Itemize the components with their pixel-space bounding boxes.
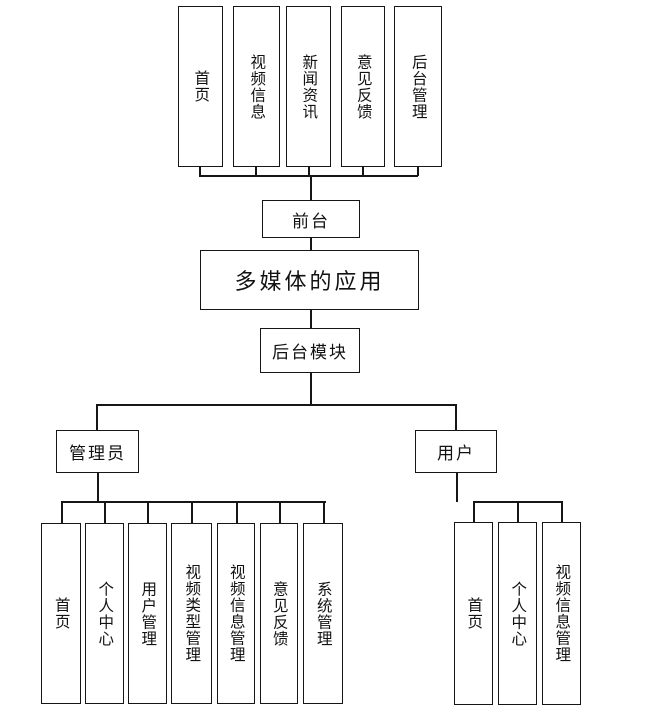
frontend-stub-connector	[362, 167, 364, 176]
admin-item-box[interactable]: 首页	[41, 523, 81, 704]
admin-child-stub-connector	[236, 501, 238, 523]
admin-child-stub-connector	[191, 501, 193, 523]
frontend-item-box[interactable]: 首页	[178, 6, 223, 167]
frontend-item-box[interactable]: 意见反馈	[341, 6, 385, 167]
user-child-stub-connector	[561, 501, 563, 523]
frontend-stub-connector	[417, 167, 419, 176]
role-admin-box[interactable]: 管理员	[56, 430, 139, 473]
admin-item-box[interactable]: 视频类型管理	[171, 523, 212, 704]
admin-trunk-connector	[97, 473, 99, 502]
user-trunk-connector	[456, 473, 458, 502]
admin-children-bus-connector	[61, 501, 326, 503]
frontend-group-box[interactable]: 前台	[262, 200, 360, 238]
admin-item-box[interactable]: 意见反馈	[260, 523, 298, 704]
backend-trunk-connector	[310, 373, 312, 406]
backend-module-box[interactable]: 后台模块	[260, 328, 360, 373]
user-drop-connector	[455, 404, 457, 430]
role-user-box[interactable]: 用户	[415, 430, 497, 473]
frontend-to-root-connector	[310, 238, 312, 250]
frontend-trunk-connector	[310, 175, 312, 200]
user-child-stub-connector	[517, 501, 519, 523]
frontend-item-box[interactable]: 新闻资讯	[286, 6, 331, 167]
admin-child-stub-connector	[147, 501, 149, 523]
frontend-item-box[interactable]: 视频信息	[233, 6, 280, 167]
user-item-box[interactable]: 视频信息管理	[542, 522, 581, 705]
admin-child-stub-connector	[104, 501, 106, 523]
backend-role-bus-connector	[96, 404, 456, 406]
root-to-backend-connector	[310, 310, 312, 328]
frontend-bus-connector	[199, 175, 418, 177]
admin-item-box[interactable]: 系统管理	[303, 523, 343, 704]
frontend-item-box[interactable]: 后台管理	[394, 6, 442, 167]
admin-item-box[interactable]: 用户管理	[128, 523, 167, 704]
admin-child-stub-connector	[61, 501, 63, 523]
admin-drop-connector	[96, 404, 98, 430]
frontend-stub-connector	[199, 167, 201, 176]
frontend-stub-connector	[308, 167, 310, 176]
admin-item-box[interactable]: 个人中心	[85, 523, 124, 704]
root-system-box[interactable]: 多媒体的应用	[200, 250, 419, 310]
admin-child-stub-connector	[323, 501, 325, 523]
frontend-stub-connector	[255, 167, 257, 176]
user-child-stub-connector	[473, 501, 475, 523]
user-item-box[interactable]: 首页	[454, 522, 493, 705]
user-item-box[interactable]: 个人中心	[498, 522, 537, 705]
admin-item-box[interactable]: 视频信息管理	[217, 523, 255, 704]
admin-child-stub-connector	[279, 501, 281, 523]
